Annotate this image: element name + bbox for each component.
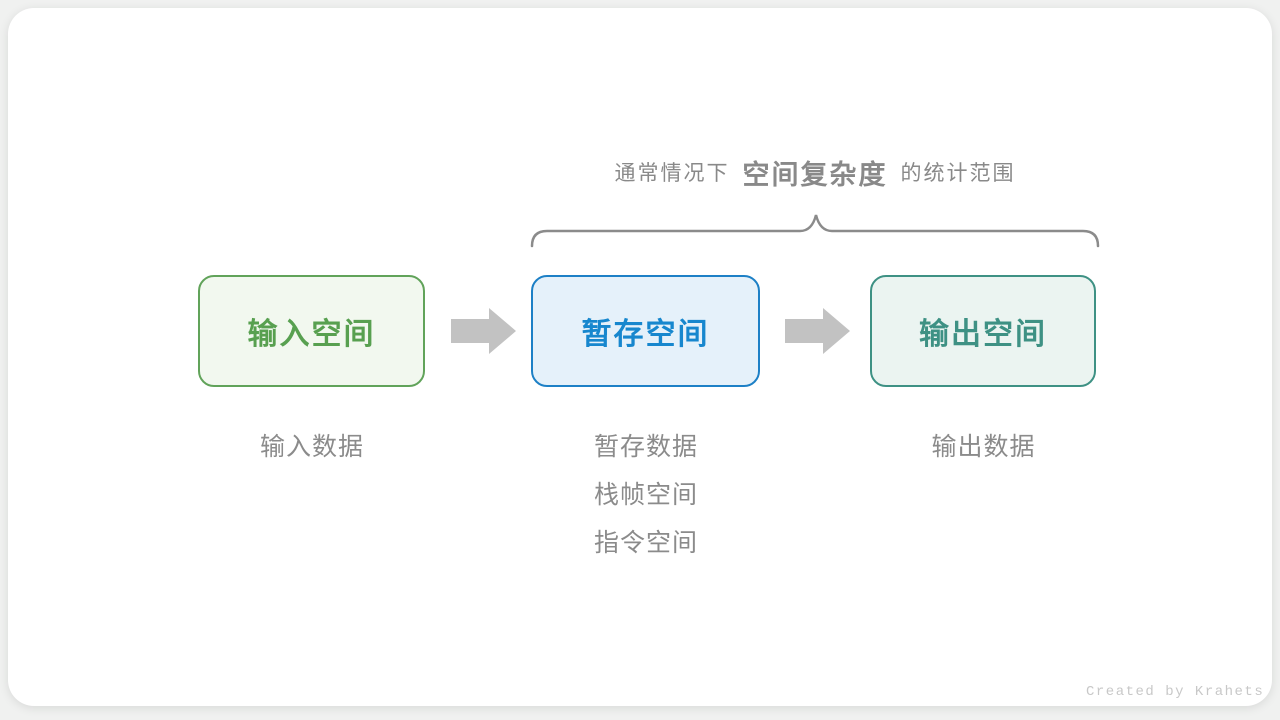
output-space-box: 输出空间 <box>870 275 1096 387</box>
input-space-annotations: 输入数据 <box>198 423 426 471</box>
footer-credit: Created by Krahets <box>1086 684 1265 700</box>
annotation-item: 指令空间 <box>593 529 698 557</box>
temp-space-box: 暂存空间 <box>531 275 760 387</box>
annotation-item: 输出数据 <box>931 433 1036 461</box>
caption-prefix: 通常情况下 <box>614 162 730 185</box>
output-space-annotations: 输出数据 <box>870 423 1097 471</box>
right-arrow-icon <box>451 308 516 354</box>
caption-highlight: 空间复杂度 <box>742 159 888 190</box>
input-space-box: 输入空间 <box>198 275 425 387</box>
caption: 通常情况下 空间复杂度 的统计范围 <box>529 152 1101 192</box>
diagram-card: 通常情况下 空间复杂度 的统计范围 输入空间 暂存空间 输出空间 输入数据 <box>8 8 1272 706</box>
annotation-item: 暂存数据 <box>593 433 698 461</box>
brace-icon <box>530 214 1100 248</box>
temp-space-annotations: 暂存数据 栈帧空间 指令空间 <box>531 423 761 567</box>
annotation-item: 栈帧空间 <box>593 481 698 509</box>
input-space-label: 输入空间 <box>247 318 376 351</box>
caption-suffix: 的统计范围 <box>900 162 1016 185</box>
temp-space-label: 暂存空间 <box>581 318 710 351</box>
right-arrow-icon <box>785 308 850 354</box>
annotation-item: 输入数据 <box>259 433 364 461</box>
output-space-label: 输出空间 <box>919 318 1047 351</box>
